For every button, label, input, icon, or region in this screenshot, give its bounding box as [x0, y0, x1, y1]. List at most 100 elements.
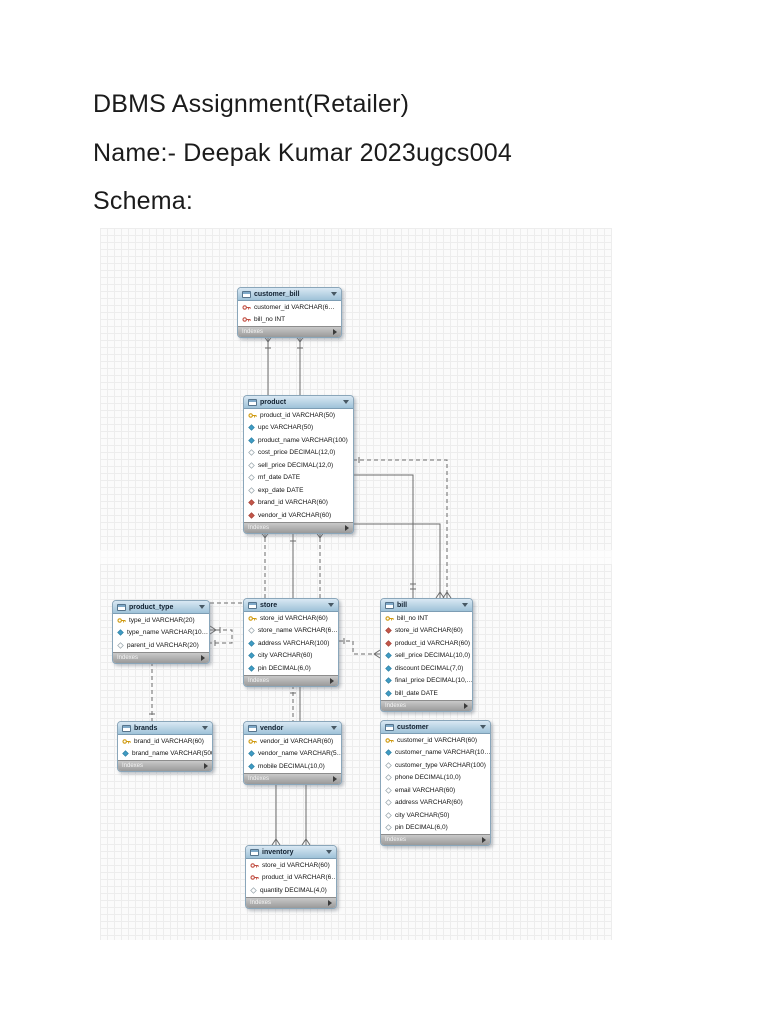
field-label: type_id VARCHAR(20)	[129, 616, 195, 624]
field-row: store_id VARCHAR(60)	[246, 859, 336, 872]
field-row: store_name VARCHAR(6…	[244, 624, 338, 637]
field-label: final_price DECIMAL(10,…	[395, 677, 472, 685]
field-row: city VARCHAR(50)	[381, 809, 490, 822]
key-red-icon	[250, 874, 259, 881]
field-label: store_id VARCHAR(60)	[395, 627, 463, 635]
table-title: store	[260, 601, 278, 609]
table-icon	[117, 603, 126, 611]
key-yellow-icon	[122, 738, 131, 745]
diamond-white-icon	[250, 886, 257, 894]
diamond-red-icon	[248, 499, 255, 507]
field-label: parent_id VARCHAR(20)	[127, 641, 199, 649]
table-customer: customer customer_id VARCHAR(60) customer_…	[380, 720, 491, 846]
field-label: product_name VARCHAR(100)	[258, 436, 348, 444]
indexes-label: Indexes	[385, 837, 407, 843]
field-label: brand_id VARCHAR(60)	[258, 499, 328, 507]
field-row: email VARCHAR(60)	[381, 784, 490, 797]
field-label: product_id VARCHAR(50)	[260, 411, 336, 419]
key-yellow-icon	[385, 737, 394, 744]
table-icon	[248, 398, 257, 406]
field-label: phone DECIMAL(10,0)	[395, 774, 461, 782]
field-row: discount DECIMAL(7,0)	[381, 662, 472, 675]
indexes-bar: Indexes	[381, 834, 490, 845]
field-row: bill_date DATE	[381, 687, 472, 700]
field-row: vendor_id VARCHAR(60)	[244, 735, 341, 748]
diamond-red-icon	[385, 627, 392, 635]
diamond-white-icon	[248, 627, 255, 635]
field-row: city VARCHAR(60)	[244, 649, 338, 662]
diamond-blue-icon	[117, 629, 124, 637]
relationship-lines	[149, 335, 452, 846]
diamond-white-icon	[385, 799, 392, 807]
field-label: customer_id VARCHAR(60)	[397, 736, 478, 744]
key-yellow-icon	[248, 738, 257, 745]
table-title: brands	[134, 724, 158, 732]
field-row: vendor_id VARCHAR(60)	[244, 509, 353, 522]
field-row: pin DECIMAL(6,0)	[381, 821, 490, 834]
field-label: quantity DECIMAL(4,0)	[260, 886, 327, 894]
diamond-blue-icon	[385, 749, 392, 757]
table-header: customer_bill	[238, 288, 341, 301]
key-yellow-icon	[248, 412, 257, 419]
field-row: product_id VARCHAR(60)	[381, 637, 472, 650]
table-title: customer	[397, 723, 429, 731]
table-title: bill	[397, 601, 408, 609]
field-label: city VARCHAR(60)	[258, 652, 313, 660]
field-label: customer_name VARCHAR(10…	[395, 749, 490, 757]
indexes-bar: Indexes	[244, 674, 338, 686]
table-store: store store_id VARCHAR(60) store_name VARC…	[243, 598, 339, 687]
table-header: brands	[118, 722, 212, 735]
field-label: sell_price DECIMAL(10,0)	[395, 652, 471, 660]
table-header: vendor	[244, 722, 341, 735]
field-row: customer_id VARCHAR(6…	[238, 301, 341, 314]
table-header: customer	[381, 721, 490, 734]
expand-right-icon	[328, 899, 332, 906]
table-header: store	[244, 599, 338, 612]
field-row: cost_price DECIMAL(12,0)	[244, 446, 353, 459]
field-label: vendor_name VARCHAR(5…	[258, 750, 341, 758]
expand-right-icon	[482, 837, 486, 843]
expand-right-icon	[345, 524, 349, 531]
field-row: final_price DECIMAL(10,…	[381, 674, 472, 687]
table-title: vendor	[260, 724, 284, 732]
indexes-bar: Indexes	[244, 521, 353, 533]
table-title: product_type	[129, 603, 174, 611]
field-label: city VARCHAR(50)	[395, 811, 450, 819]
page-title: DBMS Assignment(Retailer)	[93, 90, 410, 118]
diagram-page-boundary	[100, 550, 612, 564]
chevron-down-icon	[331, 726, 337, 730]
diamond-white-icon	[248, 474, 255, 482]
field-label: store_id VARCHAR(60)	[260, 614, 328, 622]
indexes-bar: Indexes	[244, 772, 341, 784]
key-yellow-icon	[385, 615, 394, 622]
indexes-label: Indexes	[248, 524, 270, 531]
field-row: sell_price DECIMAL(10,0)	[381, 649, 472, 662]
diamond-red-icon	[248, 511, 255, 519]
table-icon	[248, 601, 257, 609]
diamond-blue-icon	[122, 750, 129, 758]
field-label: brand_name VARCHAR(500)	[132, 750, 212, 758]
key-red-icon	[242, 316, 251, 323]
field-label: product_id VARCHAR(6…	[262, 874, 336, 882]
diamond-white-icon	[385, 786, 392, 794]
field-row: address VARCHAR(60)	[381, 796, 490, 809]
key-red-icon	[250, 862, 259, 869]
diamond-blue-icon	[248, 639, 255, 647]
indexes-label: Indexes	[122, 763, 144, 769]
diamond-white-icon	[385, 761, 392, 769]
diamond-white-icon	[248, 486, 255, 494]
field-row: brand_id VARCHAR(60)	[118, 735, 212, 748]
field-label: customer_type VARCHAR(100)	[395, 761, 486, 769]
table-icon	[248, 724, 257, 732]
table-header: product_type	[113, 601, 209, 614]
field-label: vendor_id VARCHAR(60)	[260, 737, 334, 745]
diamond-white-icon	[248, 449, 255, 457]
table-icon	[242, 290, 251, 298]
field-label: type_name VARCHAR(10…	[127, 629, 209, 637]
chevron-down-icon	[199, 605, 205, 609]
